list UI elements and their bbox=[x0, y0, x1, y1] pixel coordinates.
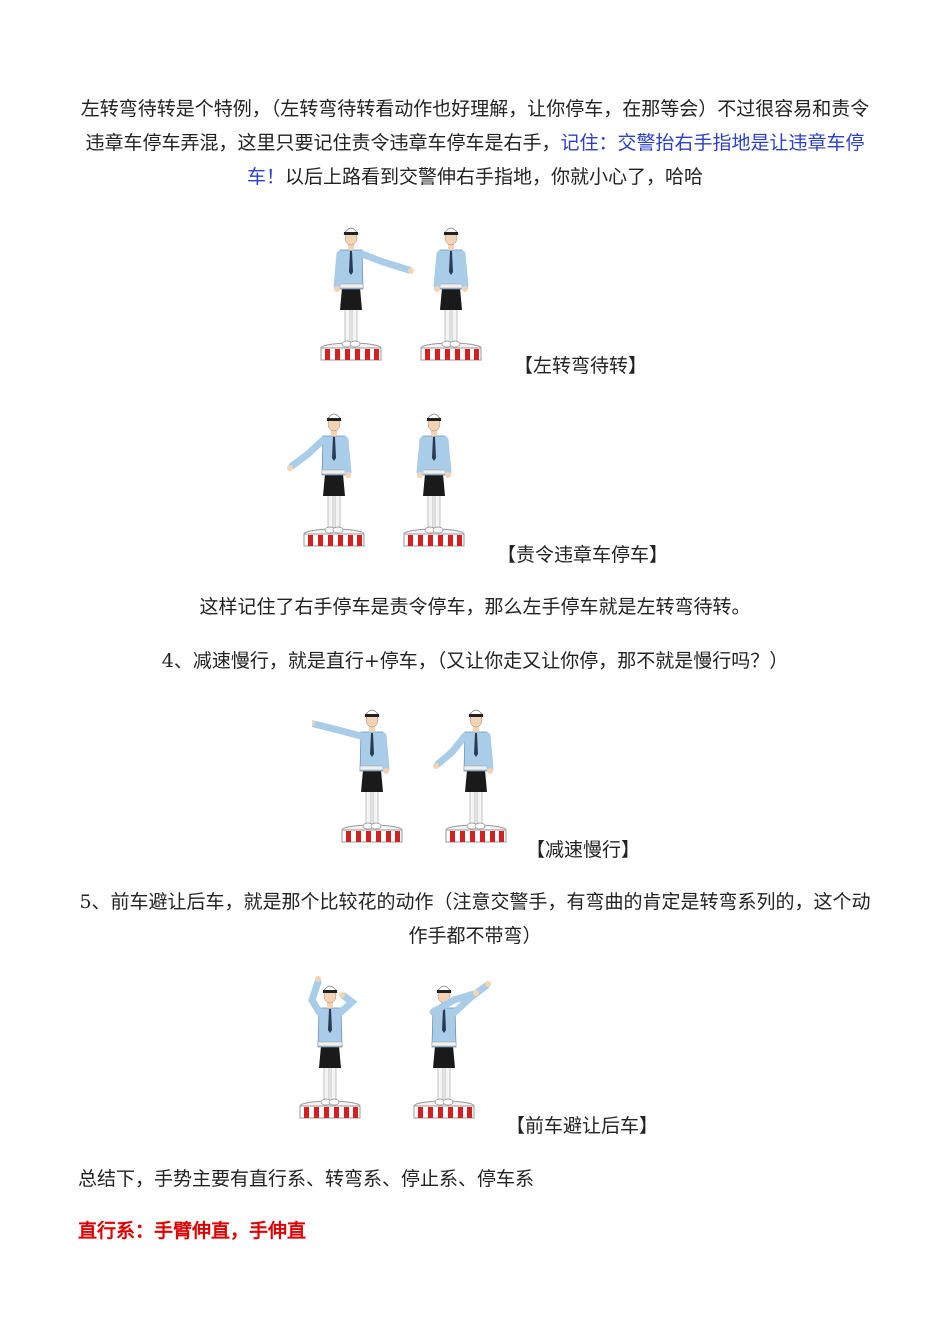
traffic-police-illustration bbox=[312, 709, 507, 843]
traffic-police-illustration bbox=[287, 413, 465, 547]
caption-left-turn-wait: 【左转弯待转】 bbox=[514, 355, 648, 377]
caption-yield-behind: 【前车避让后车】 bbox=[506, 1115, 659, 1137]
figure-yield-behind bbox=[296, 966, 506, 1134]
intro-paragraph: 左转弯待转是个特例，（左转弯待转看动作也好理解，让你停车，在那等会）不过很容易和… bbox=[78, 92, 872, 194]
traffic-police-illustration bbox=[320, 227, 482, 361]
intro-text-1: 左转弯待转是个特例，（左转弯待转看动作也好理解，让你停车，在那等会）不过很容易和… bbox=[80, 98, 870, 154]
caption-slow-down: 【减速慢行】 bbox=[526, 839, 641, 861]
straight-gesture-heading: 直行系：手臂伸直，手伸直 bbox=[78, 1220, 307, 1242]
item-4: 4、减速慢行，就是直行+停车，（又让你走又让你停，那不就是慢行吗？） bbox=[161, 650, 789, 672]
figure-stop-violator bbox=[286, 400, 476, 562]
figure-slow-down bbox=[312, 692, 522, 858]
summary-line: 这样记住了右手停车是责令停车，那么左手停车就是左转弯待转。 bbox=[199, 596, 751, 618]
item-5: 5、前车避让后车，就是那个比较花的动作（注意交警手，有弯曲的肯定是转弯系列的，这… bbox=[79, 891, 871, 947]
caption-stop-violator: 【责令违章车停车】 bbox=[497, 544, 669, 566]
intro-text-2: 以后上路看到交警伸右手指地，你就小心了，哈哈 bbox=[285, 166, 704, 188]
figure-left-turn-wait bbox=[315, 214, 495, 374]
traffic-police-illustration bbox=[299, 976, 491, 1119]
intro-highlight: 记住：交警抬右手指地是让违章车停车！ bbox=[246, 132, 865, 188]
conclusion-line: 总结下，手势主要有直行系、转弯系、停止系、停车系 bbox=[78, 1168, 535, 1190]
